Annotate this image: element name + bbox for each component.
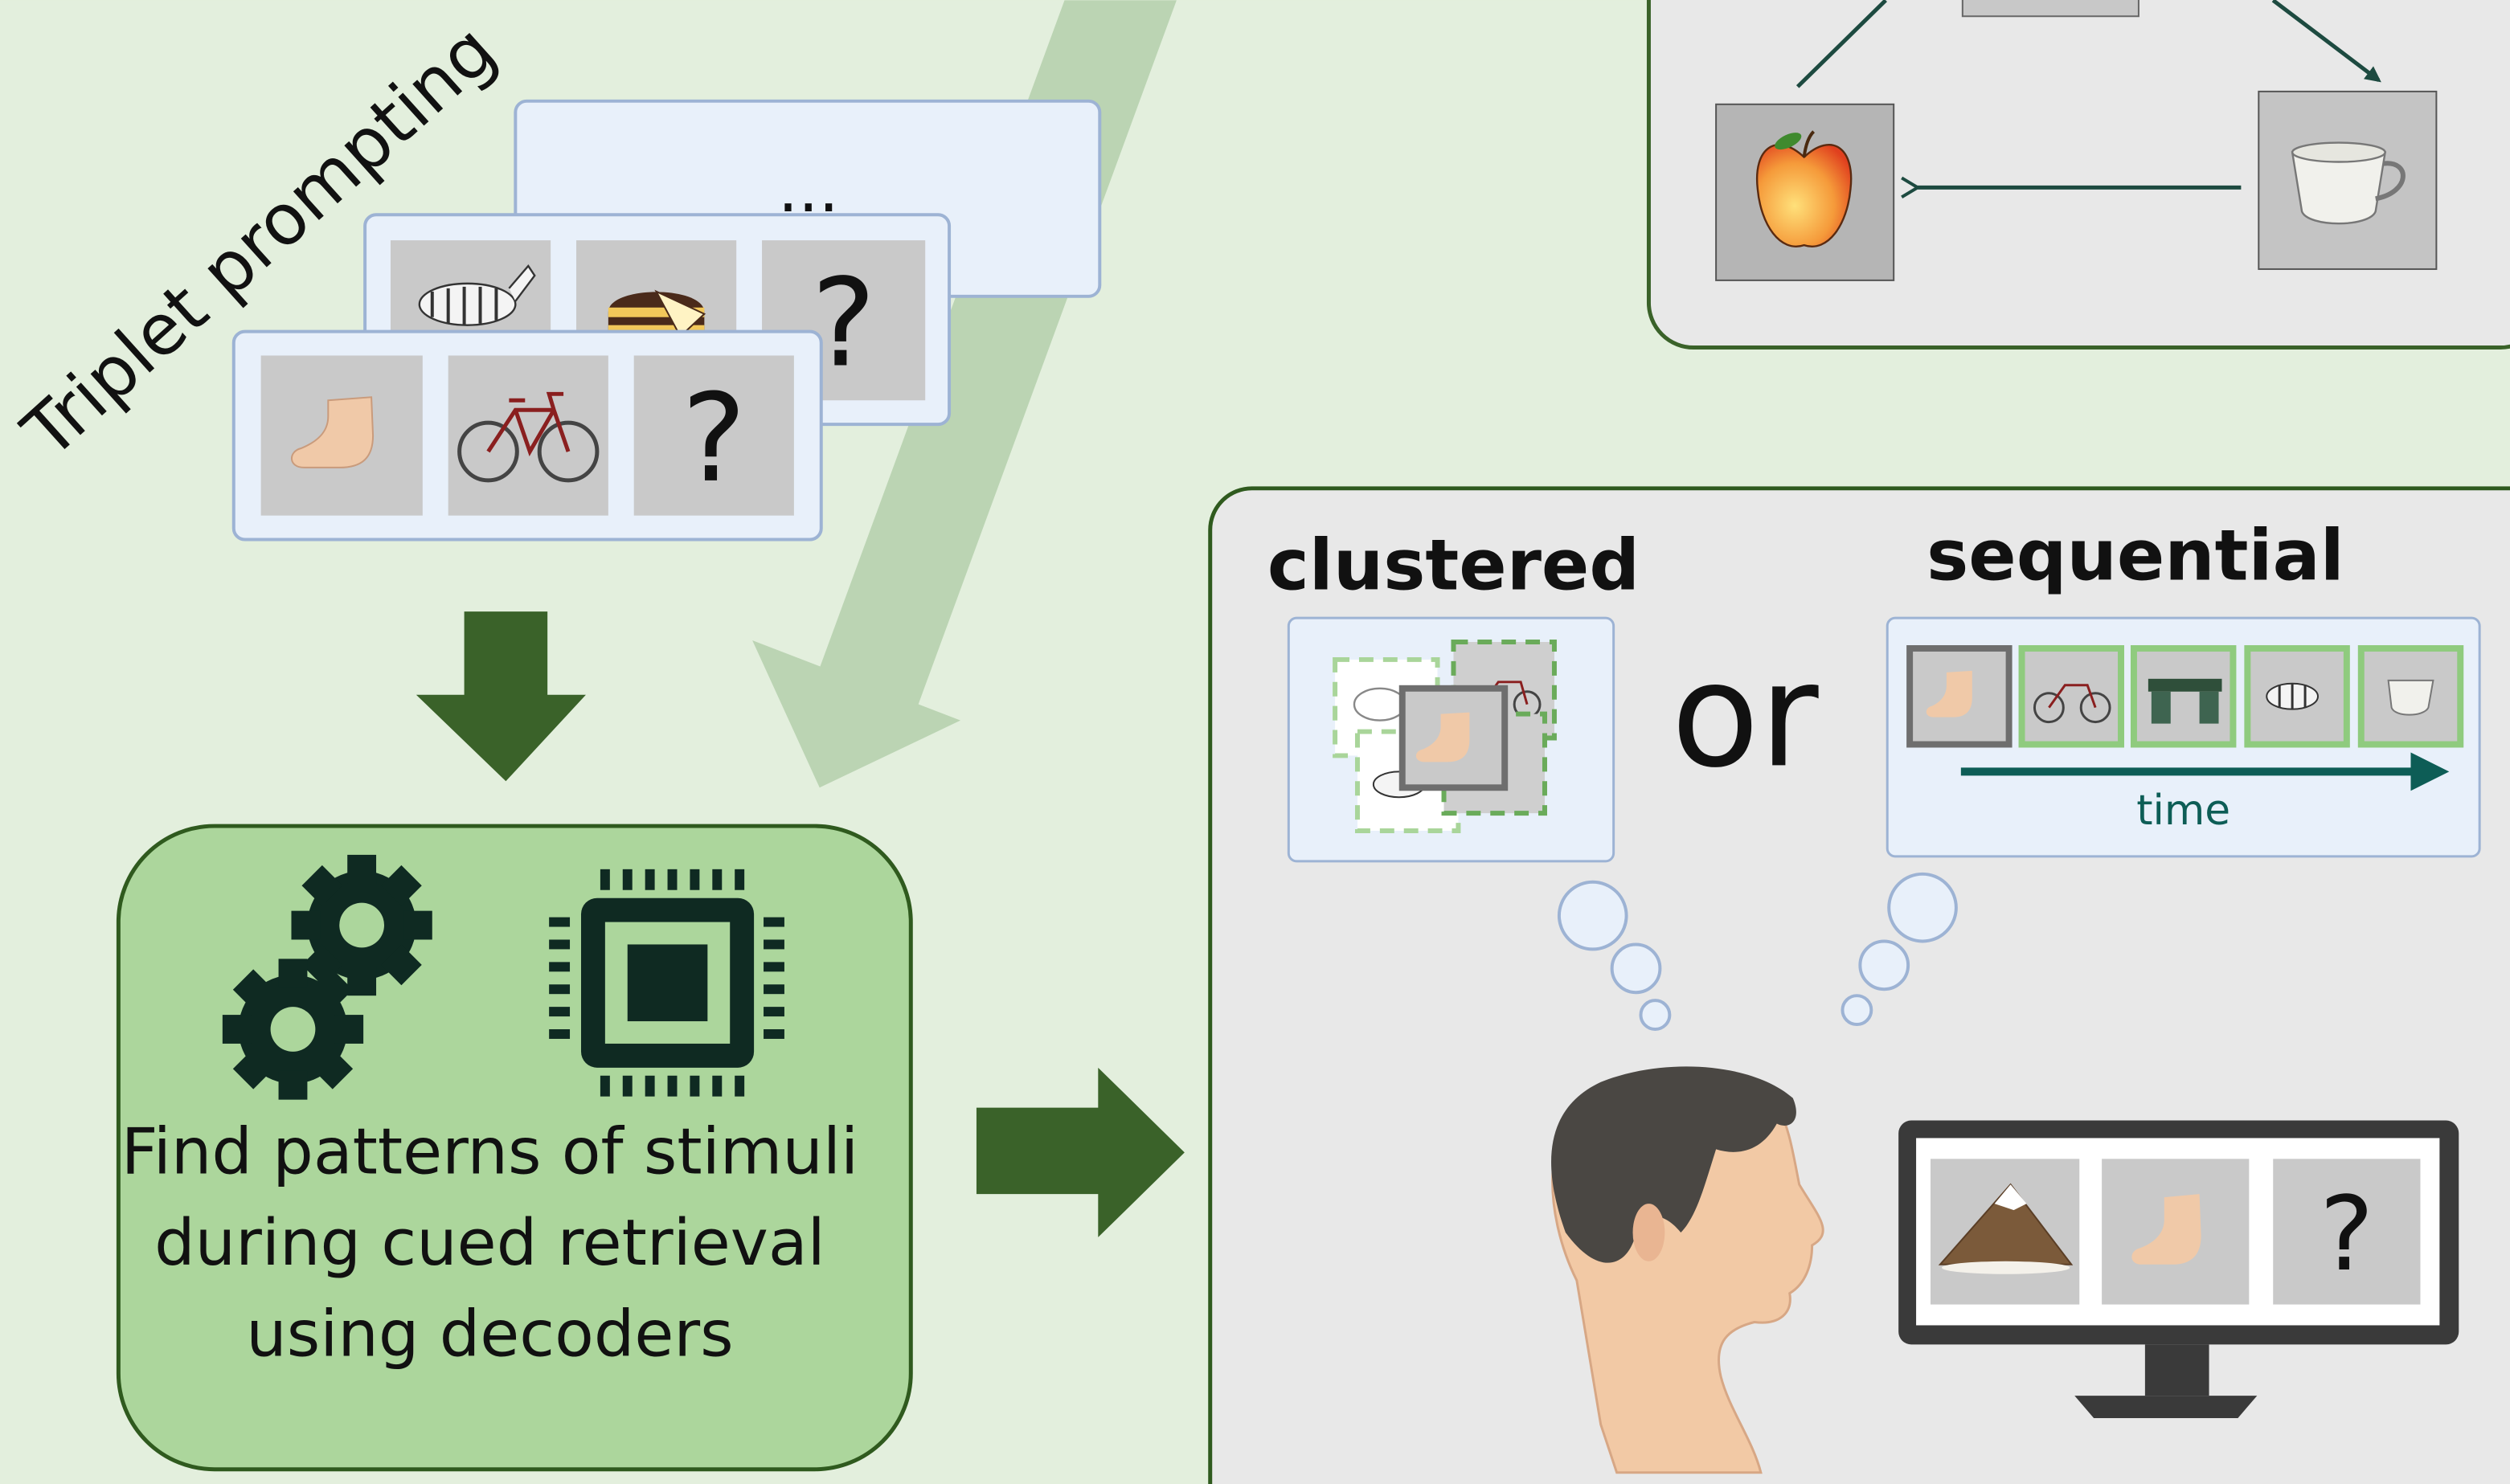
decoder-box: Find patterns of stimuli during cued ret…: [116, 824, 913, 1472]
cycle-edge-left: [1795, 0, 1887, 88]
seq-desk-icon: [2130, 645, 2237, 748]
retrieval-panel: clustered sequential or: [1208, 486, 2510, 1484]
clustered-label: clustered: [1267, 524, 1640, 606]
question-card-front: ?: [633, 355, 794, 516]
person-head-icon: [1551, 1066, 1824, 1474]
chip-icon: [549, 869, 784, 1097]
seq-foot-icon: [1906, 645, 2013, 748]
cup-icon: [2258, 90, 2438, 270]
question-card-middle: ?: [762, 240, 926, 401]
sequential-label: sequential: [1927, 514, 2344, 596]
bicycle-icon: [448, 355, 608, 516]
time-label: time: [2136, 787, 2230, 835]
triplet-card-front: ?: [231, 329, 823, 542]
decoder-text-line2: during cued retrieval: [154, 1205, 825, 1280]
time-arrow-head: [2410, 752, 2450, 791]
screen-question-card: ?: [2273, 1159, 2421, 1305]
or-label: or: [1671, 632, 1819, 799]
cycle-edge-right: [2271, 0, 2381, 83]
seq-cup-icon: [2357, 645, 2464, 748]
thought-bubbles: [1557, 872, 1958, 1032]
seq-bicycle-icon: [2018, 645, 2124, 748]
question-mark-front: ?: [682, 368, 746, 509]
down-arrow: [416, 611, 586, 782]
apple-icon: [1715, 103, 1895, 281]
decoder-text-line1: Find patterns of stimuli: [121, 1114, 858, 1188]
clustered-box: [1287, 616, 1615, 863]
seq-zebra-icon: [2244, 645, 2350, 748]
foot-icon: [260, 355, 423, 516]
monitor: ?: [1898, 1120, 2459, 1418]
cycle-panel: [1646, 0, 2510, 350]
decoder-text-line3: using decoders: [246, 1296, 733, 1371]
screen-foot-icon: [2102, 1159, 2250, 1305]
sequential-box: time: [1886, 616, 2481, 858]
screen-mountain-icon: [1931, 1159, 2080, 1305]
cluster-foot-icon: [1398, 685, 1509, 791]
gears-icon: [222, 854, 432, 1100]
screen-question-mark: ?: [2320, 1175, 2374, 1294]
right-arrow: [976, 1067, 1185, 1237]
